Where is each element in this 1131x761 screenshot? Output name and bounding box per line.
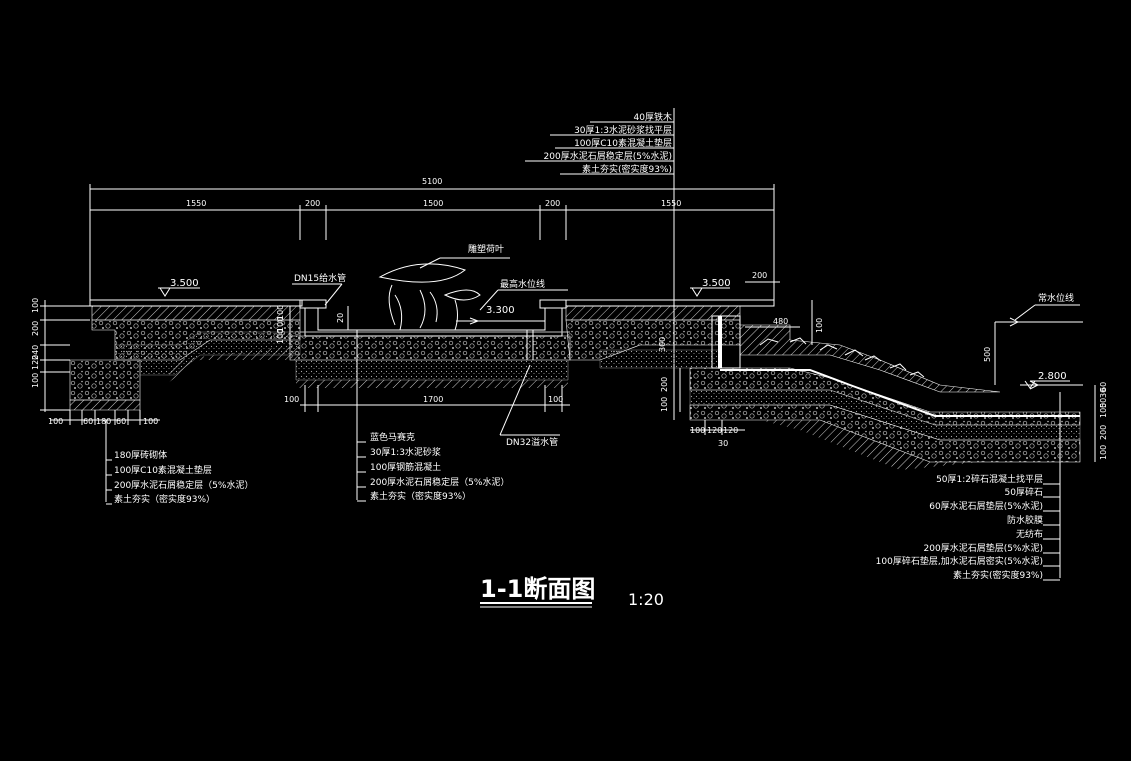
left-layer-1: 180厚砖砌体 [114, 449, 167, 461]
mid-layer-3: 100厚钢筋混凝土 [370, 461, 441, 473]
dim-r-i: 30 [718, 439, 728, 448]
left-layer-4: 素土夯实（密实度93%） [114, 493, 215, 505]
mid-layer-2: 30厚1:3水泥砂浆 [370, 446, 441, 458]
dim-5: 1550 [661, 199, 681, 208]
top-layer-1: 40厚铁木 [634, 111, 672, 123]
dim-r-f: 200 [660, 377, 669, 392]
dim-bl-a: 100 [48, 417, 63, 426]
mid-layer-callout: 蓝色马赛克 30厚1:3水泥砂浆 100厚钢筋混凝土 200厚水泥石屑稳定层（5… [356, 330, 509, 502]
elev-right: 3.500 [702, 278, 731, 289]
mid-layer-1: 蓝色马赛克 [370, 431, 415, 443]
dim-mv-e: 300 [658, 337, 667, 352]
right-layer-3: 60厚水泥石屑垫层(5%水泥) [929, 500, 1043, 512]
dim-r-e: 100 [660, 397, 669, 412]
dim-bl-e: 100 [143, 417, 158, 426]
dim-r-h: 120 [707, 426, 722, 435]
dim-bm-b: 1700 [423, 395, 443, 404]
label-drain: DN32溢水管 [506, 436, 558, 448]
dim-r-n: 30 [1099, 388, 1108, 398]
dim-left-b: 200 [31, 321, 40, 336]
dim-r-a: 200 [752, 271, 767, 280]
dim-3: 1500 [423, 199, 443, 208]
annotations: 雕塑荷叶 DN15给水管 最高水位线 DN32溢水管 常水位线 [292, 243, 1080, 448]
label-leaf: 雕塑荷叶 [468, 243, 504, 255]
drawing-title: 1-1断面图 1:20 [480, 575, 664, 609]
right-terrace [565, 299, 775, 369]
elevation-markers: 3.500 3.500 2.800 [158, 278, 1070, 389]
left-layer-2: 100厚C10素混凝土垫层 [114, 464, 212, 476]
dim-total: 5100 [422, 177, 442, 186]
right-layer-2: 50厚碎石 [1005, 486, 1043, 498]
top-layer-3: 100厚C10素混凝土垫层 [574, 137, 672, 149]
mid-layer-5: 素土夯实（密实度93%） [370, 490, 471, 502]
elev-pool: 3.300 [486, 305, 515, 316]
elev-left: 3.500 [170, 278, 199, 289]
title-text: 1-1断面图 [480, 575, 595, 603]
left-layer-callout: 180厚砖砌体 100厚C10素混凝土垫层 200厚水泥石屑稳定层（5%水泥） … [105, 420, 253, 505]
dim-bm-a: 100 [284, 395, 299, 404]
dim-r-h2: 120 [723, 426, 738, 435]
right-layer-4: 防水胶膜 [1007, 514, 1043, 526]
top-dimensions: 5100 1550 200 1500 200 1550 [89, 177, 775, 300]
dim-bm-c: 100 [548, 395, 563, 404]
label-maxwater: 最高水位线 [500, 278, 545, 290]
dim-left-d: 120 [31, 355, 40, 370]
dim-left-e: 100 [31, 373, 40, 388]
dim-r-l: 100 [1099, 403, 1108, 418]
right-layer-7: 100厚碎石垫层,加水泥石屑密实(5%水泥) [876, 555, 1043, 567]
right-layer-8: 素土夯实(密实度93%) [953, 569, 1043, 581]
pool: 3.300 [289, 263, 571, 388]
dim-r-k: 200 [1099, 425, 1108, 440]
dim-r-m: 50 [1099, 398, 1108, 408]
right-layer-6: 200厚水泥石屑垫层(5%水泥) [924, 542, 1043, 554]
dim-left-c: 240 [31, 345, 40, 360]
scale-text: 1:20 [628, 590, 664, 609]
right-dims: 200 480 100 500 100 200 100 120 120 30 1… [660, 271, 1108, 462]
left-layer-3: 200厚水泥石屑稳定层（5%水泥） [114, 479, 253, 491]
dim-bl-b: 60 [83, 417, 93, 426]
right-layer-5: 无纺布 [1016, 528, 1043, 540]
dim-mv-c: 100 [276, 329, 285, 344]
left-vertical-dims: 100 200 240 120 100 [31, 298, 90, 412]
dim-r-g: 100 [690, 426, 705, 435]
right-layer-1: 50厚1:2碎石混凝土找平层 [936, 473, 1043, 485]
top-layer-2: 30厚1:3水泥砂浆找平层 [574, 124, 672, 136]
dim-r-o: 60 [1099, 382, 1108, 392]
dim-2: 200 [305, 199, 320, 208]
top-layer-4: 200厚水泥石屑稳定层(5%水泥) [544, 150, 672, 162]
dim-mv-b: 100 [276, 317, 285, 332]
elev-water: 2.800 [1038, 371, 1067, 382]
mid-layer-4: 200厚水泥石屑稳定层（5%水泥） [370, 476, 509, 488]
pond-slope [689, 317, 1083, 470]
top-layer-callout: 40厚铁木 30厚1:3水泥砂浆找平层 100厚C10素混凝土垫层 200厚水泥… [525, 108, 675, 420]
dim-4: 200 [545, 199, 560, 208]
bottom-left-dims: 100 60 180 60 100 [48, 410, 160, 426]
left-terrace [69, 299, 303, 411]
dim-bl-d: 60 [116, 417, 126, 426]
right-layer-callout: 50厚1:2碎石混凝土找平层 50厚碎石 60厚水泥石屑垫层(5%水泥) 防水胶… [876, 392, 1061, 581]
bottom-mid-dims: 100 1700 100 [284, 385, 570, 412]
mid-vertical-dims: 100 100 100 20 300 [276, 305, 667, 352]
dim-left-a: 100 [31, 298, 40, 313]
label-normalwater: 常水位线 [1038, 292, 1074, 304]
dim-1: 1550 [186, 199, 206, 208]
dim-r-j: 100 [1099, 445, 1108, 460]
dim-mv-a: 100 [276, 305, 285, 320]
dim-r-d: 500 [983, 347, 992, 362]
top-layer-5: 素土夯实(密实度93%) [582, 163, 672, 175]
label-pipe: DN15给水管 [294, 272, 346, 284]
dim-mv-d: 20 [336, 313, 345, 323]
dim-r-b: 480 [773, 317, 788, 326]
dim-r-c: 100 [815, 318, 824, 333]
dim-bl-c: 180 [96, 417, 111, 426]
